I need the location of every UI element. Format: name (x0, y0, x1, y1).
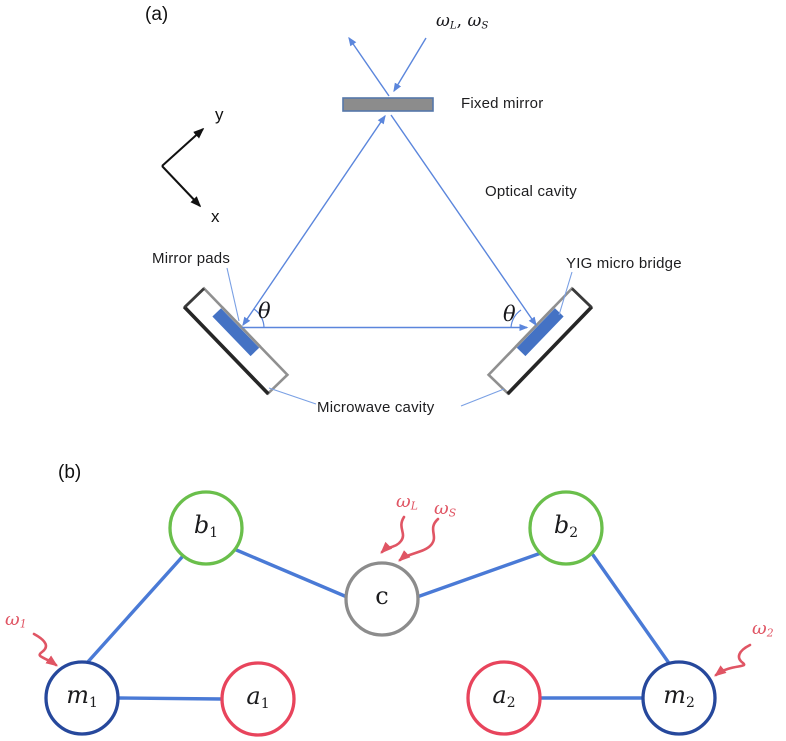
theta-arc-left (253, 308, 265, 328)
theta-label-left: θ (258, 299, 271, 323)
node-label-b2: b2 (524, 511, 608, 541)
mode-nodes (44, 490, 717, 737)
node-label-m2: m2 (637, 681, 721, 711)
edge-m1-b1 (84, 554, 185, 666)
node-m2 (641, 660, 717, 736)
axis-x-label: x (211, 207, 220, 226)
drive-arrow-omegaS (398, 517, 440, 562)
edge-m1-a1 (116, 696, 224, 701)
omegaL-sub: L (410, 499, 418, 513)
pump-separator: , (456, 11, 468, 31)
node-m2-base: m (663, 681, 686, 709)
fixed-mirror-label: Fixed mirror (461, 95, 544, 112)
right-cavity-end-edge (570, 287, 593, 309)
left-cavity-dark-edge (182, 305, 270, 396)
coupling-edges (84, 547, 673, 701)
drive-label-omega1: ω1 (5, 609, 27, 631)
right-cavity-dark-edge (506, 305, 594, 396)
node-b1 (168, 490, 244, 566)
node-label-c: c (340, 582, 424, 612)
node-b1-sub: 1 (209, 524, 219, 541)
edge-b1-c (232, 547, 349, 599)
beam-left-arm (242, 114, 386, 327)
node-b2-base: b (553, 511, 570, 539)
node-b1-base: b (193, 511, 210, 539)
left-cavity-top-edge (221, 306, 262, 348)
beam-output (348, 36, 390, 97)
optical-beams (242, 36, 537, 332)
mirror-pads-label: Mirror pads (152, 250, 231, 267)
theta-arc-right (510, 309, 522, 328)
coordinate-axes (161, 127, 205, 208)
node-b2-sub: 2 (569, 524, 579, 541)
theta-label-right: θ (503, 302, 516, 326)
microwave-cavity-label: Microwave cavity (317, 399, 435, 416)
axis-x-arrow (161, 165, 202, 208)
beam-pump-input (393, 37, 427, 93)
node-c-base: c (375, 582, 389, 610)
beam-right-arm (390, 114, 537, 327)
pump-omega-L-sub: L (449, 20, 457, 32)
leader-microwave-left (268, 387, 317, 405)
omega2-base: ω (752, 618, 767, 639)
node-a1 (220, 661, 296, 737)
omegaL-base: ω (396, 491, 411, 512)
node-a2 (466, 660, 542, 736)
node-c (344, 561, 420, 637)
node-a1-base: a (246, 682, 261, 710)
node-label-a1: a1 (216, 682, 300, 712)
right-mirror-pad (516, 308, 564, 357)
yig-micro-bridge-label: YIG micro bridge (566, 255, 682, 272)
omegaS-base: ω (434, 498, 449, 519)
drive-label-omega2: ω2 (752, 618, 774, 640)
drive-arrow-omegaL (380, 515, 406, 554)
panel-a-tag: (a) (145, 4, 169, 25)
leader-microwave-right (460, 388, 505, 407)
leader-mirror-pads (226, 267, 240, 322)
axis-y-arrow (161, 127, 205, 167)
node-label-m1: m1 (40, 681, 124, 711)
right-cavity-assembly (486, 286, 594, 396)
node-m1-base: m (66, 681, 89, 709)
edge-b2-m2 (591, 553, 673, 668)
node-label-a2: a2 (462, 681, 546, 711)
node-b2 (528, 490, 604, 566)
left-cavity-end-edge (183, 287, 206, 309)
left-mirror-pad (212, 308, 260, 357)
left-cavity-assembly (182, 286, 290, 396)
node-m1-sub: 1 (88, 694, 98, 711)
pump-frequencies-label: ωL, ωS (436, 11, 488, 32)
omega2-sub: 2 (766, 626, 774, 640)
optical-cavity-label: Optical cavity (485, 183, 577, 200)
pump-omega-S-sub: S (481, 20, 489, 32)
node-a2-base: a (492, 681, 507, 709)
edge-c-b2 (415, 551, 543, 599)
node-m2-sub: 2 (685, 694, 695, 711)
drive-label-omegaS: ωS (434, 498, 456, 520)
node-a2-sub: 2 (506, 694, 516, 711)
panel-b-tag: (b) (58, 462, 82, 483)
label-leaders (226, 267, 573, 407)
axis-y-label: y (215, 105, 224, 124)
right-cavity-top-edge (514, 306, 555, 348)
pump-omega-S-base: ω (467, 11, 482, 31)
leader-yig (558, 271, 573, 316)
fixed-mirror (342, 97, 434, 112)
omega1-sub: 1 (19, 617, 27, 631)
node-a1-sub: 1 (260, 695, 270, 712)
omegaS-sub: S (448, 506, 457, 520)
drive-arrows (32, 515, 752, 677)
drive-arrow-omega1 (32, 632, 58, 667)
pump-omega-L-base: ω (436, 11, 450, 31)
node-m1 (44, 660, 120, 736)
drive-arrow-omega2 (714, 643, 752, 677)
drive-label-omegaL: ωL (396, 491, 418, 513)
omega1-base: ω (5, 609, 20, 630)
node-label-b1: b1 (164, 511, 248, 541)
